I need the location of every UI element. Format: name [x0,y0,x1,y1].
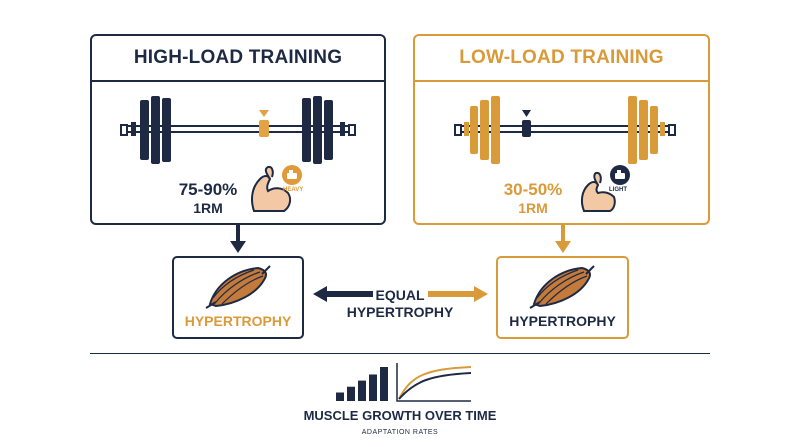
footer-title: MUSCLE GROWTH OVER TIME [303,408,497,423]
heavy-badge: HEAVY [283,187,304,193]
low-load-title: LOW-LOAD TRAINING [415,36,708,82]
growth-bar [336,392,344,401]
low-load-outcome-box: HYPERTROPHY [496,256,629,339]
growth-bar [358,380,366,401]
high-load-unit: 1RM [193,200,223,216]
growth-curve [398,366,472,400]
equal-hypertrophy-label: HYPERTROPHY [346,304,454,320]
flexed-arm-icon [580,165,630,212]
arrow-icon [230,225,246,253]
flexed-arm-icon [251,165,302,212]
growth-curve [398,372,472,400]
arrow-icon [313,286,373,302]
high-load-outcome-label: HYPERTROPHY [184,313,292,329]
high-load-percentage: 75-90% [178,180,238,199]
high-load-title: HIGH-LOAD TRAINING [92,36,384,82]
footer-subtitle: ADAPTATION RATES [361,429,439,436]
growth-chart-icon [336,363,472,402]
barbell-icon [120,96,356,164]
equal-label: EQUAL [375,287,425,303]
arrow-icon [428,286,488,302]
growth-bar [369,374,377,401]
muscle-fiber-icon [529,265,595,309]
light-badge: LIGHT [609,187,627,193]
growth-bar [347,386,355,401]
muscle-fiber-icon [205,265,271,309]
growth-bar [380,367,388,401]
barbell-icon [454,96,676,164]
low-load-percentage: 30-50% [503,180,563,199]
growth-axis [396,363,471,402]
divider [90,353,710,354]
arrow-icon [555,225,571,253]
low-load-outcome-label: HYPERTROPHY [509,313,616,329]
low-load-unit: 1RM [518,200,548,216]
